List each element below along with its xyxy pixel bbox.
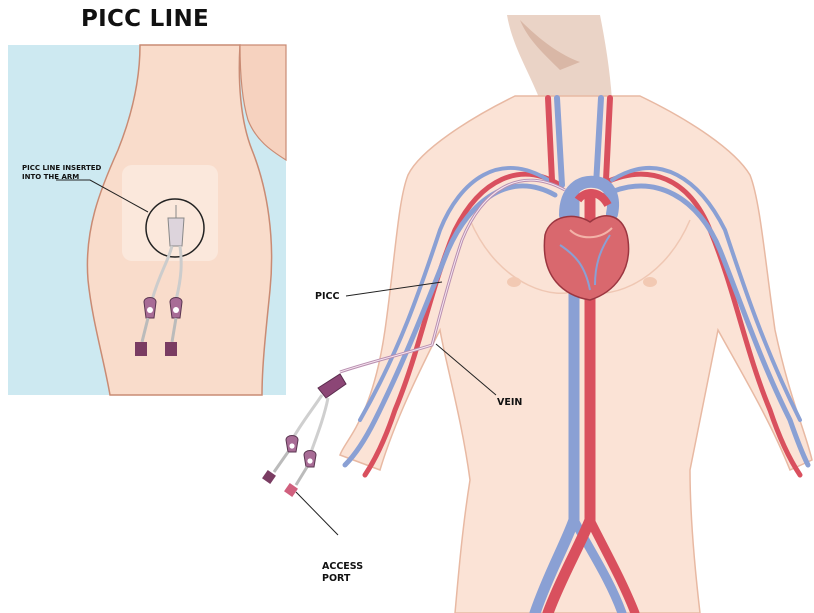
cap-left: [135, 342, 147, 356]
vein-label: VEIN: [497, 397, 522, 409]
catheter-hub: [168, 218, 184, 246]
clamp-left: [144, 298, 156, 319]
access-ports: [262, 436, 316, 497]
port-cap-left: [262, 470, 276, 484]
cap-right: [165, 342, 177, 356]
catheter-hub-body: [318, 374, 346, 398]
inset-panel: [8, 45, 286, 395]
clamp-body-left: [286, 436, 298, 453]
nipple-left: [507, 277, 521, 287]
carotid-right: [606, 98, 610, 180]
dressing: [122, 165, 218, 261]
inset-label: PICC LINE INSERTED INTO THE ARM: [22, 164, 102, 182]
picc-label: PICC: [315, 291, 339, 303]
clamp-body-right: [304, 451, 316, 468]
nipple-right: [643, 277, 657, 287]
access-port-label: ACCESS PORT: [322, 561, 372, 585]
port-cap-right: [284, 483, 298, 497]
carotid-left: [548, 98, 552, 180]
clamp-right: [170, 298, 182, 319]
access-port-leader-line: [296, 492, 338, 535]
